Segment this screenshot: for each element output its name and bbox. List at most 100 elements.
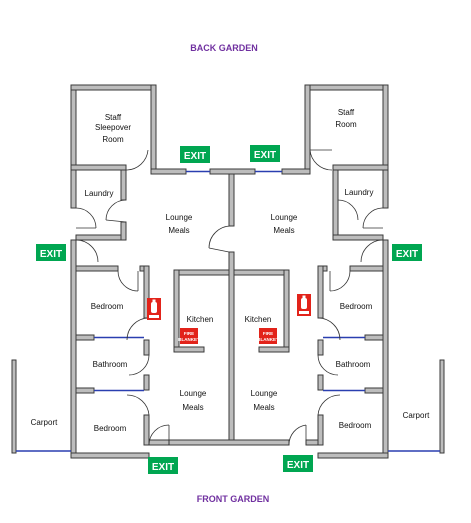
wall <box>349 265 384 272</box>
wall <box>75 265 119 272</box>
wall <box>258 346 290 353</box>
staff-room-line2: Room <box>335 120 357 129</box>
walls <box>11 84 445 459</box>
door-swing <box>148 424 170 446</box>
wall <box>70 452 150 459</box>
wall <box>120 169 127 201</box>
door-swing <box>362 207 384 229</box>
wall <box>332 234 384 241</box>
wall <box>70 84 77 171</box>
fire-blanket-text-line1: FIRE <box>263 331 273 336</box>
fire-blanket-text-line2: BLANKET <box>178 337 200 342</box>
wall <box>75 234 127 241</box>
wall <box>173 346 205 353</box>
back-garden-label: BACK GARDEN <box>190 43 258 53</box>
door-swing <box>317 317 341 341</box>
exit-sign-back-right: EXIT <box>250 145 280 162</box>
door-swing <box>317 354 339 376</box>
door-swing <box>105 199 127 221</box>
exit-sign-right: EXIT <box>392 244 422 261</box>
exit-sign-text: EXIT <box>396 249 418 260</box>
door-swing <box>128 354 150 376</box>
laundry-right-label: Laundry <box>345 188 374 197</box>
kitchen-right-label: Kitchen <box>245 315 272 324</box>
door-swing <box>126 394 150 416</box>
door-swing <box>288 424 307 446</box>
wall <box>382 169 389 209</box>
wall <box>150 168 187 175</box>
exit-sign-front-right: EXIT <box>283 455 313 472</box>
wall <box>148 439 170 446</box>
wall <box>317 374 324 391</box>
wall <box>143 339 150 356</box>
wall <box>168 439 290 446</box>
lounge-lower-right-line2: Meals <box>253 403 274 412</box>
wall <box>70 239 77 459</box>
fire-blanket-text-line2: BLANKET <box>257 337 279 342</box>
exit-sign-background <box>392 244 422 261</box>
wall <box>364 334 384 341</box>
bathroom-left-label: Bathroom <box>93 360 128 369</box>
wall <box>70 169 77 209</box>
doors <box>75 149 384 446</box>
door-swing <box>117 270 139 292</box>
laundry-left-label: Laundry <box>85 189 114 198</box>
fire-blanket-text-line1: FIRE <box>184 331 194 336</box>
exit-sign-back-left: EXIT <box>180 146 210 163</box>
exit-sign-background <box>148 457 178 474</box>
kitchen-left-label: Kitchen <box>187 315 214 324</box>
bedroom-right-2-label: Bedroom <box>339 421 372 430</box>
wall <box>304 84 311 174</box>
staff-sleepover-room-line2: Sleepover <box>95 123 131 132</box>
wall <box>382 239 389 459</box>
wall <box>150 84 157 174</box>
wall <box>70 84 157 91</box>
door-swing <box>126 317 150 341</box>
lounge-upper-right-line1: Lounge <box>271 213 298 222</box>
exit-sign-text: EXIT <box>184 151 206 162</box>
door-swing <box>317 394 341 416</box>
wall <box>75 334 95 341</box>
staff-sleepover-room-line1: Staff <box>105 113 122 122</box>
exit-sign-text: EXIT <box>40 249 62 260</box>
exit-sign-front-left: EXIT <box>148 457 178 474</box>
wall <box>75 387 95 394</box>
wall <box>209 168 256 175</box>
wall <box>317 414 324 446</box>
exit-sign-background <box>180 146 210 163</box>
wall <box>439 359 445 454</box>
exit-sign-background <box>283 455 313 472</box>
exit-sign-text: EXIT <box>254 150 276 161</box>
door-leaf <box>105 219 127 223</box>
fire-extinguisher-icon <box>297 294 311 316</box>
door-swing <box>329 270 351 292</box>
front-garden-label: FRONT GARDEN <box>197 494 270 504</box>
fire-blanket-left: FIRE BLANKET <box>178 328 200 344</box>
door-leaf <box>208 247 230 253</box>
wall <box>304 84 389 91</box>
door-swing <box>309 149 333 171</box>
room-labels: Staff Sleepover Room Staff Room Laundry … <box>31 108 430 433</box>
lounge-lower-left-line2: Meals <box>182 403 203 412</box>
exit-sign-left: EXIT <box>36 244 66 261</box>
lounge-upper-right-line2: Meals <box>273 226 294 235</box>
lounge-upper-left-line1: Lounge <box>166 213 193 222</box>
exit-sign-background <box>36 244 66 261</box>
staff-sleepover-room-line3: Room <box>102 135 124 144</box>
bedroom-right-1-label: Bedroom <box>340 302 373 311</box>
fire-extinguisher-icon <box>147 298 161 320</box>
staff-room-line1: Staff <box>338 108 355 117</box>
windows <box>16 170 440 452</box>
door-swing <box>75 239 99 263</box>
wall <box>317 265 324 319</box>
wall <box>143 374 150 391</box>
fire-blanket-sign <box>259 328 277 344</box>
wall <box>228 173 235 227</box>
wall <box>332 164 389 171</box>
bedroom-left-2-label: Bedroom <box>94 424 127 433</box>
wall <box>382 84 389 174</box>
wall <box>228 251 235 446</box>
door-swing <box>75 207 97 229</box>
